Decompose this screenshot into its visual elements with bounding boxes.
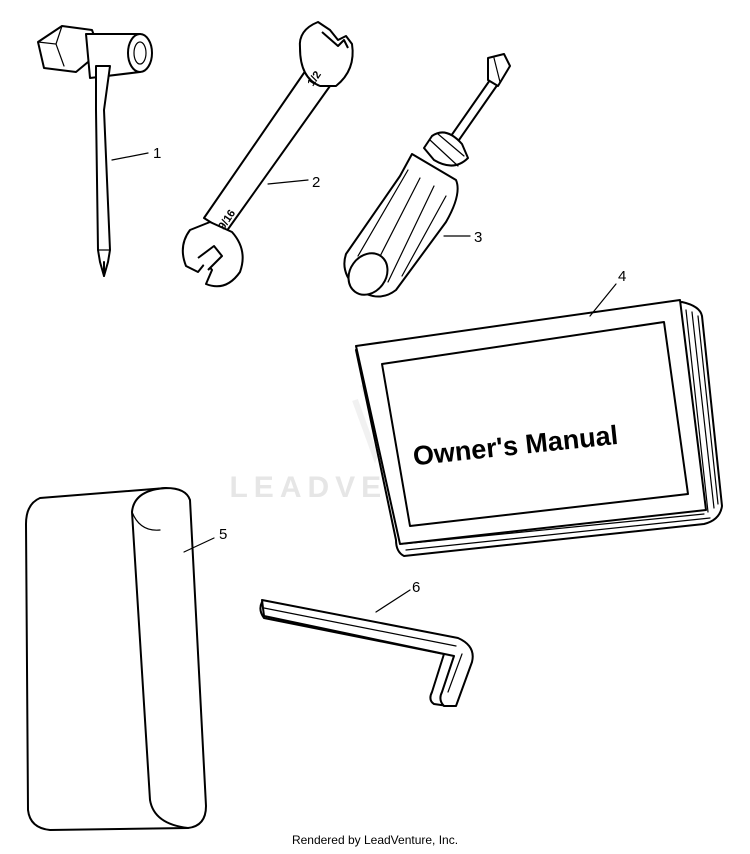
callout-label-2: 2 [312, 174, 320, 191]
callout-label-4: 4 [618, 268, 626, 285]
callout-label-3: 3 [474, 229, 482, 246]
open-end-wrench[interactable]: 1/2 9/16 [181, 21, 354, 288]
tool-pouch[interactable] [25, 487, 207, 831]
callout-leader-1 [111, 152, 149, 161]
callout-leader-4 [589, 283, 617, 317]
hex-key[interactable] [259, 599, 474, 707]
spark-plug-wrench[interactable] [37, 25, 153, 277]
callout-leader-5 [183, 537, 215, 553]
screwdriver[interactable] [341, 53, 511, 302]
owners-manual[interactable]: Owner's Manual [355, 299, 723, 557]
callout-label-5: 5 [219, 526, 227, 543]
callout-leader-2 [267, 179, 309, 185]
callout-label-6: 6 [412, 579, 420, 596]
footer-credit: Rendered by LeadVenture, Inc. [291, 833, 459, 847]
callout-label-1: 1 [153, 145, 161, 162]
callout-leader-6 [375, 589, 411, 613]
